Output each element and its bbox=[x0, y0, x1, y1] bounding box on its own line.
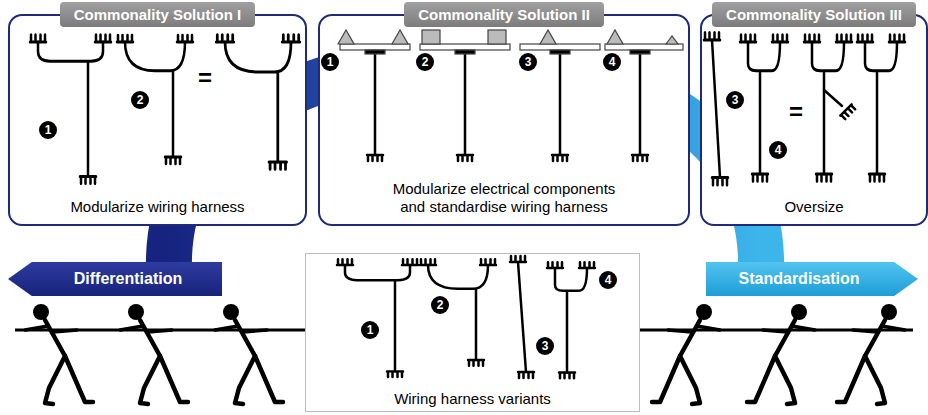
component-plates bbox=[338, 30, 683, 54]
component-plate bbox=[420, 44, 510, 50]
wiring-harness bbox=[704, 33, 728, 186]
callout-number: 4 bbox=[769, 141, 787, 159]
callout-number: 1 bbox=[39, 121, 57, 139]
arrow-body bbox=[706, 262, 918, 296]
wiring-harness bbox=[804, 35, 852, 181]
callout-number: 2 bbox=[416, 53, 434, 71]
harness-drawings bbox=[30, 33, 905, 379]
wiring-harness bbox=[216, 35, 300, 169]
plate-connector bbox=[455, 50, 475, 54]
stick-figure bbox=[837, 304, 905, 404]
wiring-harness bbox=[740, 35, 788, 181]
callout-number: 3 bbox=[726, 91, 744, 109]
arrow-label: Standardisation bbox=[739, 270, 860, 288]
connector-symbol bbox=[632, 155, 648, 161]
panel-ground bbox=[8, 14, 307, 226]
panel-caption: Modularize electrical components and sta… bbox=[382, 180, 627, 216]
component-triangle bbox=[338, 30, 354, 44]
connector-symbol bbox=[552, 155, 568, 161]
box-ground bbox=[305, 253, 640, 412]
connector-symbol bbox=[457, 155, 473, 161]
wiring-harness bbox=[857, 35, 905, 181]
stick-figure bbox=[652, 304, 720, 404]
solution-panel: Commonality Solution IIModularize electr… bbox=[318, 14, 690, 226]
arrow-label: Differentiation bbox=[74, 270, 182, 288]
arrow-body bbox=[8, 262, 222, 296]
panel-heading: Commonality Solution III bbox=[712, 2, 916, 27]
equals-sign: = bbox=[789, 100, 803, 124]
wiring-harness bbox=[337, 259, 418, 377]
direction-arrow: Differentiation bbox=[8, 262, 222, 296]
panel-heading: Commonality Solution I bbox=[60, 2, 256, 27]
wiring-harness bbox=[510, 256, 534, 378]
equals-sign: = bbox=[198, 66, 212, 90]
wire bbox=[375, 54, 640, 155]
wiring-harness bbox=[420, 259, 496, 365]
wiring-harness bbox=[547, 262, 595, 378]
stick-figure bbox=[25, 304, 93, 404]
panel-caption: Oversize bbox=[784, 198, 843, 216]
solution-panel: Commonality Solution IIIOversize bbox=[700, 14, 928, 226]
box-caption: Wiring harness variants bbox=[394, 390, 551, 407]
plate-connector bbox=[365, 50, 385, 54]
component-triangle bbox=[607, 30, 623, 44]
component-triangle bbox=[666, 36, 678, 44]
callout-number: 4 bbox=[603, 53, 621, 71]
wiring-harness bbox=[117, 35, 193, 164]
component-triangle bbox=[540, 30, 556, 44]
callout-number: 1 bbox=[361, 321, 379, 339]
connector-symbol bbox=[367, 155, 383, 161]
callout-number: 4 bbox=[599, 271, 617, 289]
component-square bbox=[422, 30, 440, 44]
stick-figure bbox=[120, 304, 188, 404]
plate-connector bbox=[550, 50, 570, 54]
wiring-harness bbox=[30, 35, 111, 184]
component-plate bbox=[520, 44, 600, 50]
stick-figure bbox=[215, 304, 283, 404]
callout-number: 2 bbox=[431, 296, 449, 314]
callout-number: 1 bbox=[321, 53, 339, 71]
stick-figure bbox=[747, 304, 815, 404]
connector-symbol bbox=[840, 104, 856, 120]
component-square bbox=[488, 30, 506, 44]
panel-ground bbox=[700, 14, 918, 226]
solution-panel: Commonality Solution IModularize wiring … bbox=[8, 14, 307, 226]
component-plate bbox=[340, 44, 410, 50]
callout-number: 3 bbox=[536, 337, 554, 355]
panel-heading: Commonality Solution II bbox=[404, 2, 604, 27]
component-plate bbox=[605, 44, 683, 50]
direction-arrow: Standardisation bbox=[706, 262, 918, 296]
variants-box: Wiring harness variants bbox=[305, 253, 640, 412]
wire bbox=[824, 90, 842, 106]
plate-connector bbox=[630, 50, 650, 54]
panel-ground bbox=[318, 14, 690, 226]
callout-number: 2 bbox=[131, 91, 149, 109]
callout-number: 3 bbox=[519, 53, 537, 71]
component-triangle bbox=[392, 30, 408, 44]
panel-caption: Modularize wiring harness bbox=[70, 198, 244, 216]
